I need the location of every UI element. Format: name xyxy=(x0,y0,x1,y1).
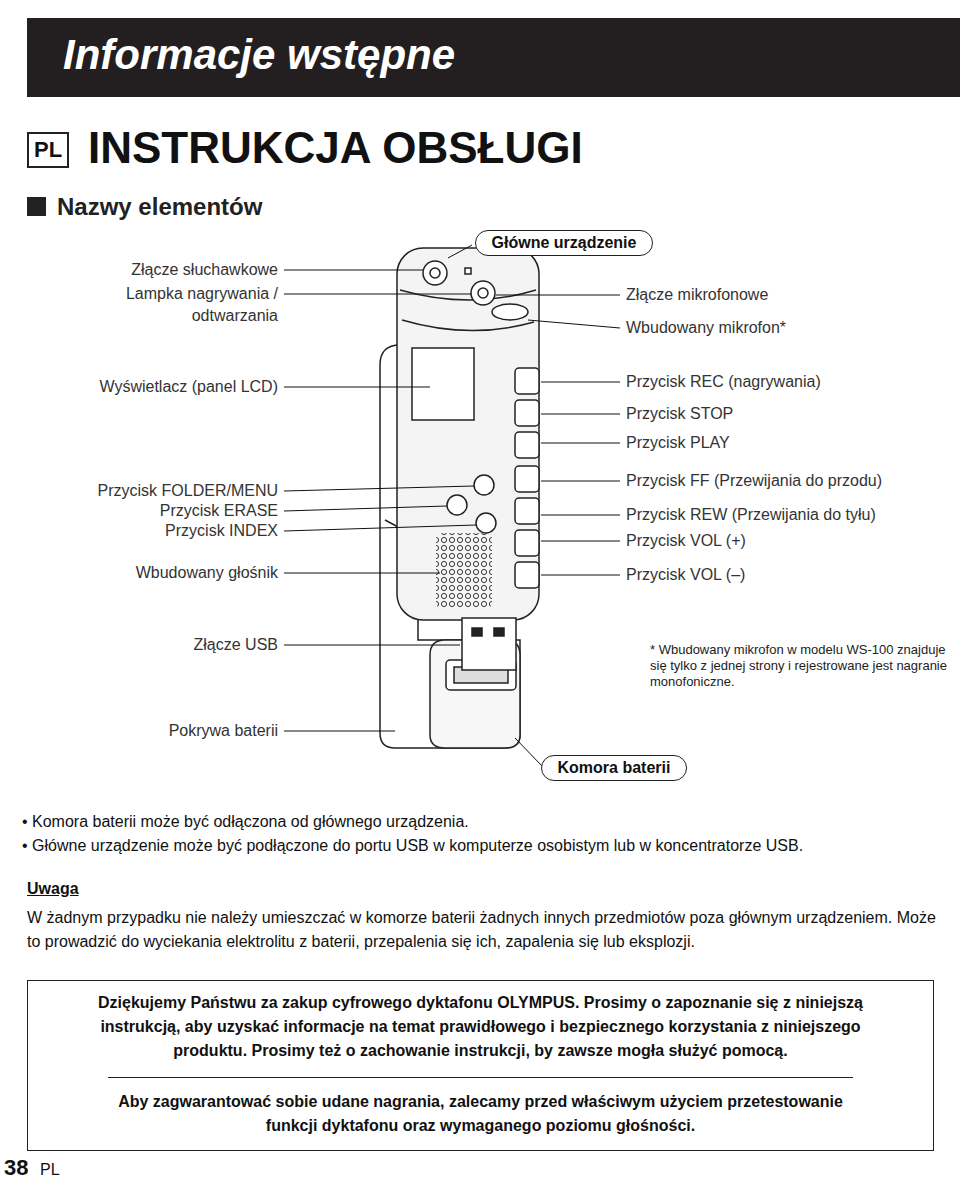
callout-label: Komora baterii xyxy=(558,758,671,778)
part-label: Przycisk STOP xyxy=(626,404,956,424)
part-label: Wbudowany głośnik xyxy=(28,563,278,583)
title-band: Informacje wstępne xyxy=(27,18,960,97)
callout-pill: Komora baterii xyxy=(541,755,688,781)
notice-box: Dziękujemy Państwu za zakup cyfrowego dy… xyxy=(27,980,934,1151)
warning-heading: Uwaga xyxy=(27,879,227,899)
page-title: INSTRUKCJA OBSŁUGI xyxy=(88,122,583,174)
main-unit xyxy=(397,248,539,670)
page-number: 38 xyxy=(4,1154,44,1181)
part-label: Wyświetlacz (panel LCD) xyxy=(28,377,278,397)
bullet-note: • Komora baterii może być odłączona od g… xyxy=(22,812,952,832)
part-label: Przycisk ERASE xyxy=(28,501,278,521)
section-title: Informacje wstępne xyxy=(63,28,924,81)
heading-bullet xyxy=(27,197,46,216)
part-label: Przycisk REW (Przewijania do tyłu) xyxy=(626,505,956,525)
part-label: Złącze słuchawkowe xyxy=(28,260,278,280)
notice-text: Dziękujemy Państwu za zakup cyfrowego dy… xyxy=(68,991,893,1063)
section-heading: Nazwy elementów xyxy=(57,192,457,222)
footnote: * Wbudowany mikrofon w modelu WS-100 zna… xyxy=(650,642,950,690)
callout-label: Główne urządzenie xyxy=(492,233,637,253)
part-label: Złącze mikrofonowe xyxy=(626,285,956,305)
leader-lines xyxy=(284,245,620,766)
part-label: Przycisk INDEX xyxy=(28,521,278,541)
part-label: Lampka nagrywania / odtwarzania xyxy=(98,283,278,327)
part-label: Złącze USB xyxy=(28,635,278,655)
language-code: PL xyxy=(40,1160,80,1180)
part-label: Pokrywa baterii xyxy=(28,721,278,741)
part-label: Wbudowany mikrofon* xyxy=(626,318,956,338)
language-box: PL xyxy=(27,132,69,168)
part-label: Przycisk FOLDER/MENU xyxy=(28,481,278,501)
callout-pill: Główne urządzenie xyxy=(475,230,654,256)
warning-text: W żadnym przypadku nie należy umieszczać… xyxy=(27,906,952,954)
part-label: Przycisk PLAY xyxy=(626,433,956,453)
part-label: Przycisk VOL (–) xyxy=(626,565,956,585)
notice-text: Aby zagwarantować sobie udane nagrania, … xyxy=(108,1077,853,1138)
part-label: Przycisk REC (nagrywania) xyxy=(626,372,956,392)
language-code: PL xyxy=(34,137,62,163)
part-label: Przycisk FF (Przewijania do przodu) xyxy=(626,471,956,491)
part-label: Przycisk VOL (+) xyxy=(626,531,956,551)
bullet-note: • Główne urządzenie może być podłączone … xyxy=(22,836,958,856)
